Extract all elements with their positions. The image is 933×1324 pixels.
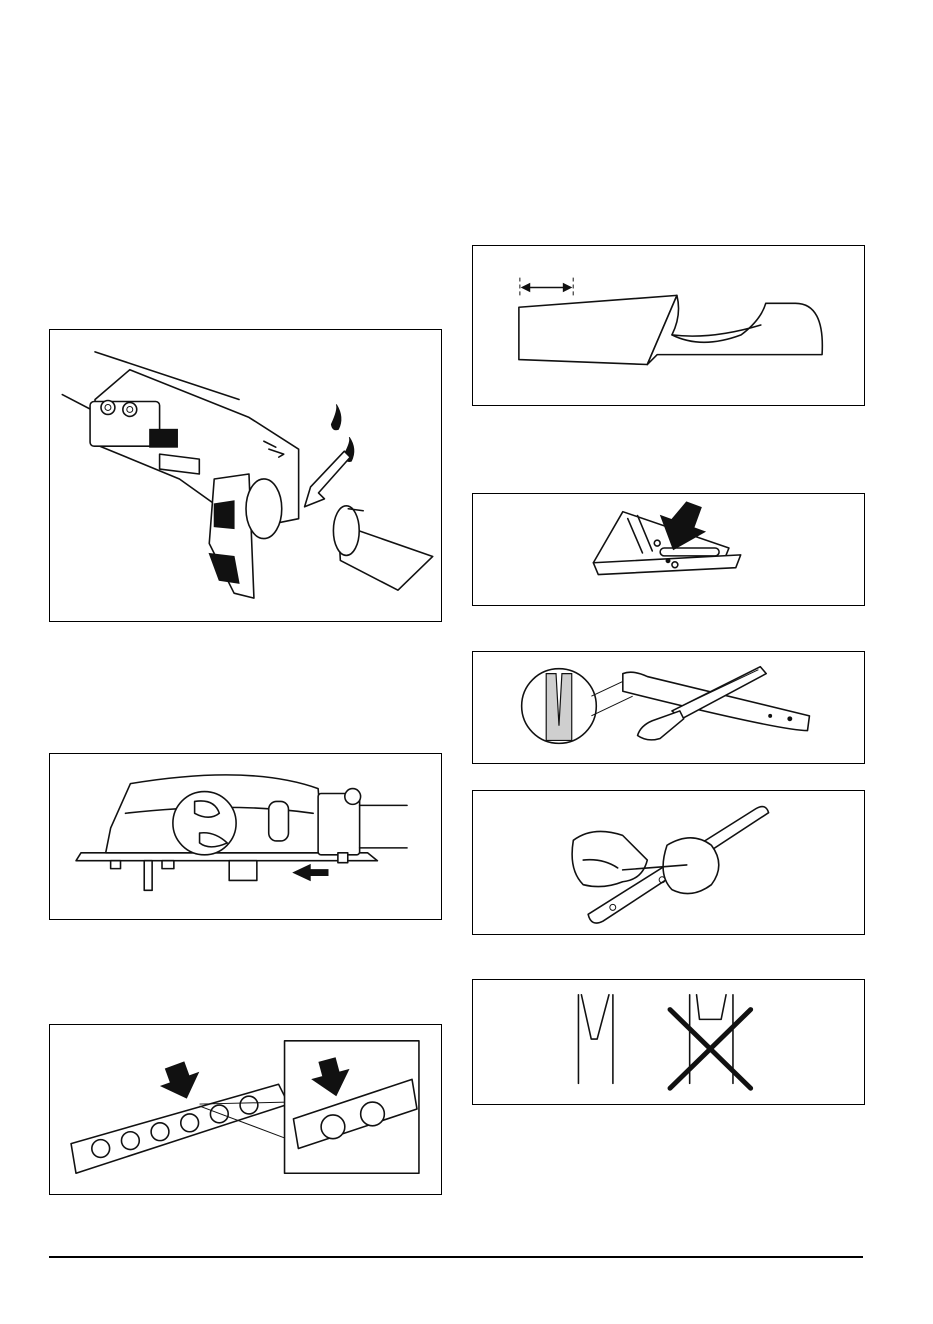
gear-head-side-view-illustration <box>50 754 441 919</box>
figure-bar-dressing <box>472 790 865 935</box>
figure-cutter-depth <box>472 245 865 406</box>
figure-bar-lube-hole <box>472 493 865 606</box>
figure-pole-coupling <box>49 329 442 622</box>
guide-bar-lubrication-hole-illustration <box>473 494 864 605</box>
pole-coupling-lubrication-illustration <box>50 330 441 621</box>
figure-groove-correct-wrong <box>472 979 865 1105</box>
footer-rule <box>49 1256 863 1258</box>
bar-groove-correct-incorrect-illustration <box>473 980 864 1104</box>
figure-chain-drive-link <box>49 1024 442 1195</box>
figure-bar-file <box>472 651 865 764</box>
chain-drive-link-detail-illustration <box>50 1025 441 1194</box>
guide-bar-dressing-illustration <box>473 791 864 934</box>
guide-bar-file-illustration <box>473 652 864 763</box>
figure-gear-head <box>49 753 442 920</box>
cutter-depth-gauge-illustration <box>473 246 864 405</box>
